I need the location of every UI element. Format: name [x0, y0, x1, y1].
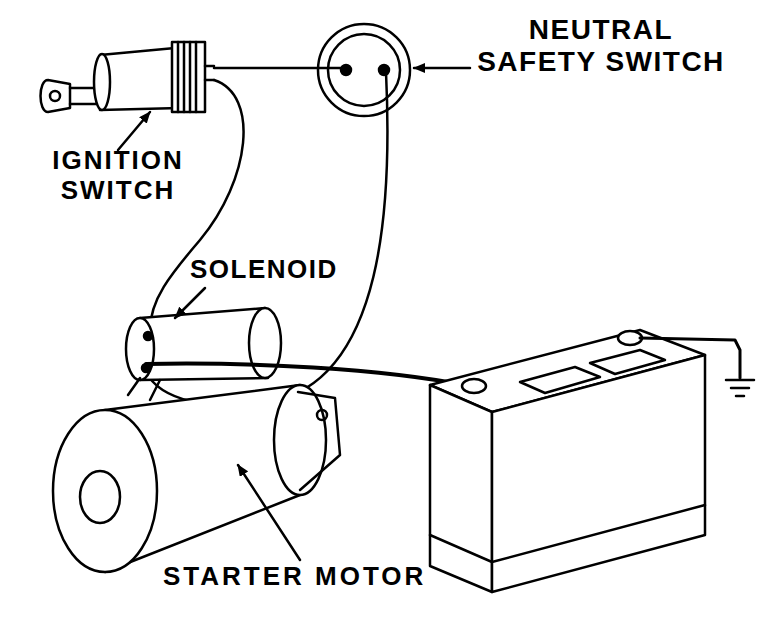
part-label: IGNITION SWITCH — [38, 146, 198, 206]
ignition-key — [41, 80, 101, 112]
part-label: SOLENOID — [190, 255, 338, 285]
leader-arrow — [238, 465, 300, 560]
battery-symbol — [430, 330, 705, 592]
battery-cable — [146, 364, 470, 386]
leader-arrow — [414, 67, 470, 70]
leader-arrow — [175, 288, 205, 318]
starter-motor-symbol — [53, 385, 340, 572]
solenoid-symbol — [126, 308, 281, 400]
leader-arrow — [118, 112, 150, 150]
ground-symbol — [726, 380, 754, 396]
wire — [214, 67, 342, 70]
neutral-safety-switch-symbol — [318, 24, 410, 116]
wire — [150, 80, 244, 330]
ground-cable — [640, 338, 740, 378]
ignition-switch-symbol — [94, 42, 214, 112]
part-label: STARTER MOTOR — [163, 562, 426, 592]
part-label: NEUTRAL SAFETY SWITCH — [466, 14, 736, 78]
